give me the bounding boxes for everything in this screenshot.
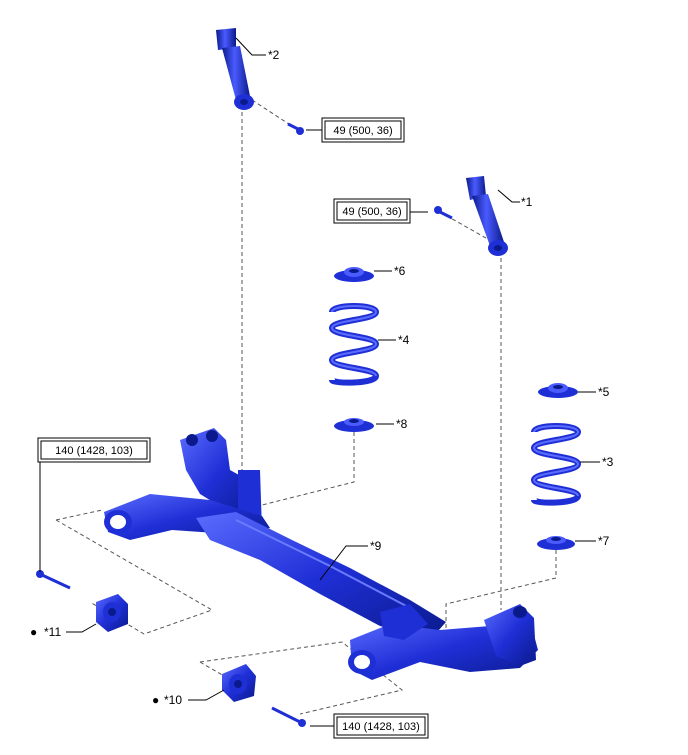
label-part-2: *2: [268, 48, 280, 62]
shock-absorber-left: [216, 28, 254, 110]
shock-absorber-right: [466, 176, 508, 256]
part-labels: *2 *1 *6 *4 *8 *5 *3 *7 *9 *11 ● *10 ●: [30, 48, 614, 707]
label-part-3: *3: [602, 455, 614, 469]
bushing-11: [96, 594, 128, 632]
torque-box-bushing-right: 140 (1428, 103): [333, 713, 429, 739]
spring-seat-lower-8: [334, 418, 374, 432]
bushing-bolt-left: [36, 570, 71, 590]
label-part-9: *9: [370, 539, 382, 553]
label-part-8: *8: [396, 417, 408, 431]
label-part-10: *10: [164, 693, 182, 707]
torque-value: 140 (1428, 103): [342, 721, 420, 733]
label-part-7: *7: [598, 534, 610, 548]
torque-box-shock-left: 49 (500, 36): [321, 117, 405, 143]
shock-bolt-right: [434, 206, 453, 220]
torque-box-shock-right: 49 (500, 36): [333, 198, 411, 224]
label-part-5: *5: [598, 385, 610, 399]
coil-spring-4: [328, 303, 380, 386]
label-part-4: *4: [398, 333, 410, 347]
spring-seat-upper-6: [334, 267, 374, 282]
label-part-6: *6: [394, 264, 406, 278]
leader-lines: [39, 37, 600, 727]
spring-seat-upper-5: [538, 383, 578, 398]
torque-value: 49 (500, 36): [333, 125, 392, 137]
shock-bolt-left: [287, 122, 304, 135]
label-part-1: *1: [521, 195, 533, 209]
coil-spring-3: [530, 423, 582, 506]
bullet-marker: ●: [30, 625, 37, 639]
rear-axle-beam-9: [104, 428, 538, 680]
torque-value: 140 (1428, 103): [55, 445, 133, 457]
label-part-11: *11: [44, 625, 61, 639]
bushing-bolt-right: [271, 706, 306, 727]
spring-seat-lower-7: [537, 536, 575, 550]
torque-value: 49 (500, 36): [342, 206, 401, 218]
bullet-marker: ●: [152, 693, 159, 707]
bushing-10: [222, 664, 256, 702]
torque-box-bushing-left: 140 (1428, 103): [37, 437, 151, 463]
